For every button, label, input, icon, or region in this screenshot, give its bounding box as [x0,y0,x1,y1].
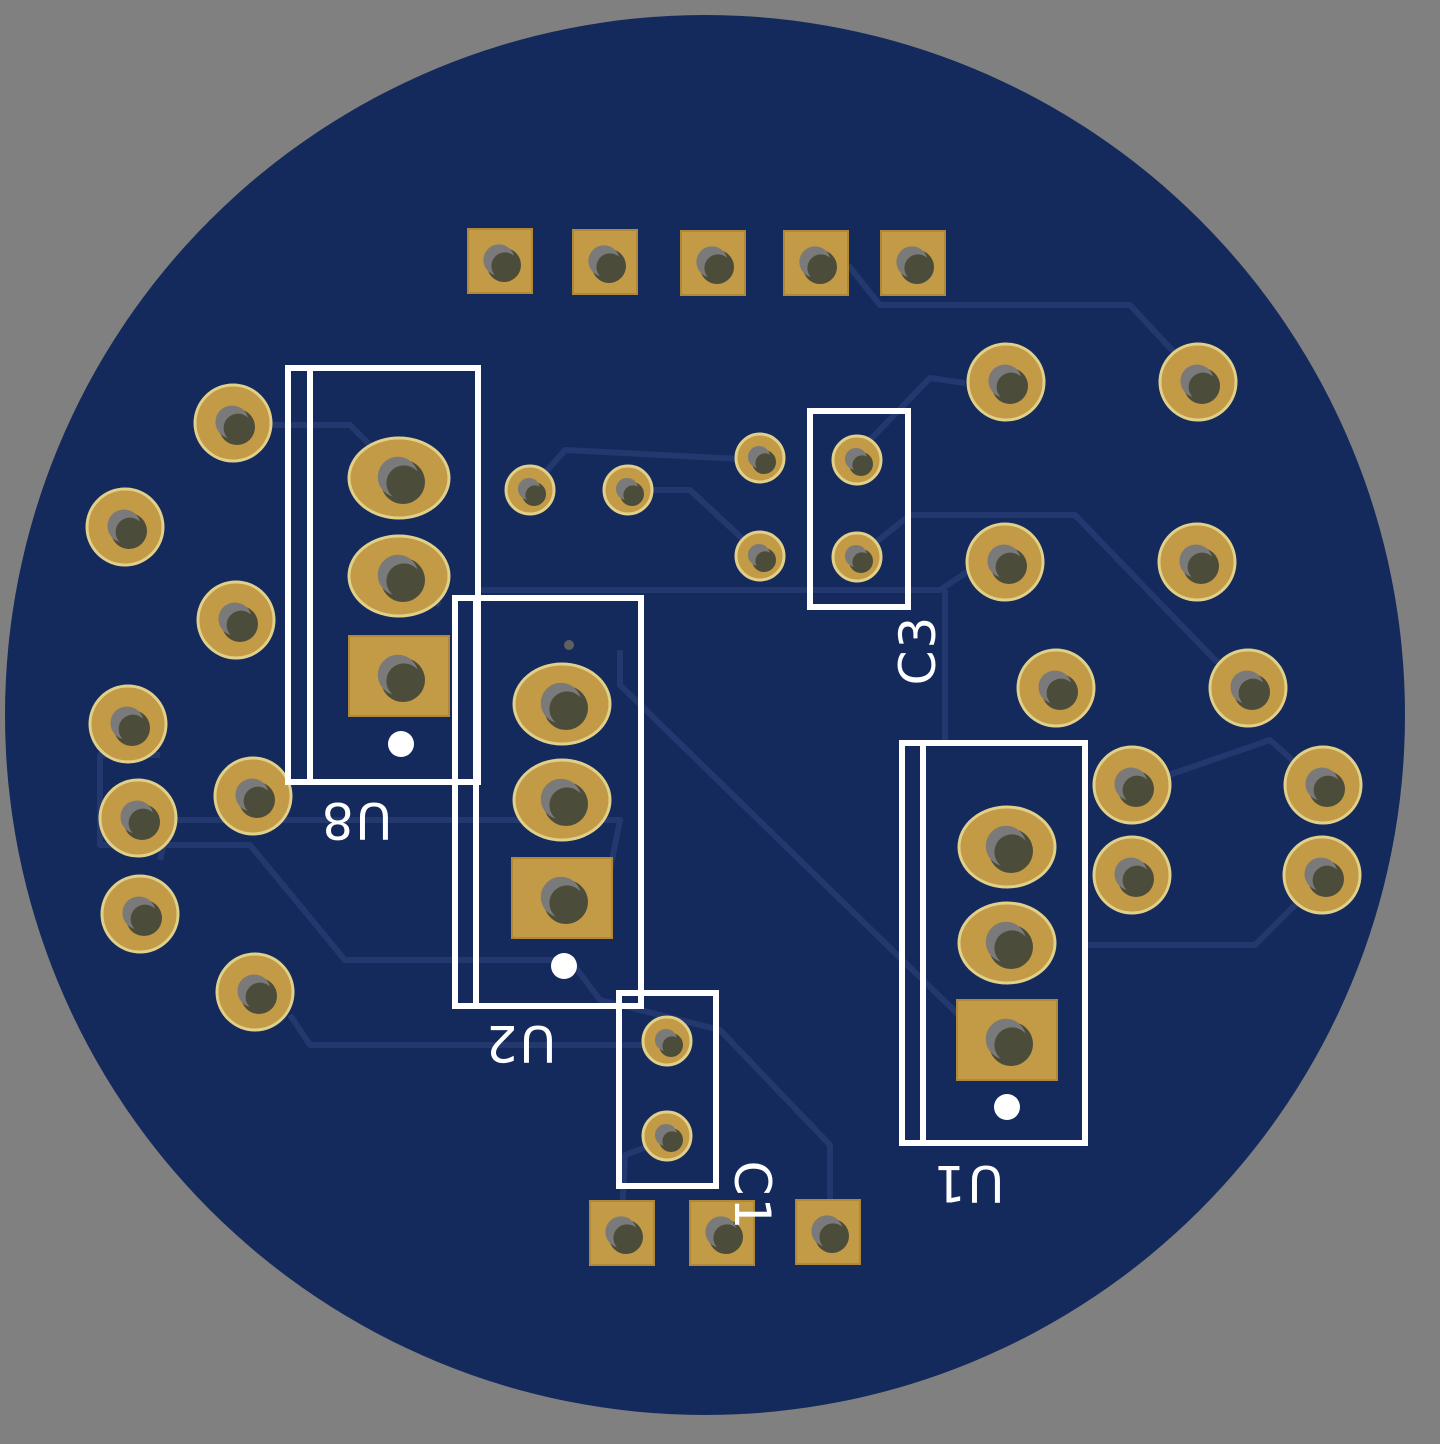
header-pad [467,228,533,294]
small-pad [602,464,654,516]
through-hole-pad [1282,835,1362,915]
through-hole-pad [1158,342,1238,422]
u1-outline [899,740,1088,1146]
u1-pin-pad [957,901,1057,985]
through-hole-pad [965,522,1045,602]
label-c1: C1 [723,1161,781,1232]
through-hole-pad [213,756,293,836]
through-hole-pad [1092,835,1172,915]
trace [1085,897,1303,948]
small-pad [641,1015,693,1067]
u8-pin-pad [347,436,451,520]
u2-pin-pad [512,662,612,746]
through-hole-pad [88,684,168,764]
small-pad [641,1110,693,1162]
u2-pin-pad [512,758,612,842]
label-u1: U1 [932,1154,1004,1212]
header-pad [689,1200,755,1266]
u8-pin1-marker [388,731,414,757]
small-pad [831,531,883,583]
through-hole-pad [1157,522,1237,602]
through-hole-pad [196,580,276,660]
pads [85,228,1363,1266]
u2-pin1-marker [551,953,577,979]
through-hole-pad [100,874,180,954]
label-u8: U8 [320,791,392,849]
through-hole-pad [193,383,273,463]
small-pad [831,434,883,486]
through-hole-pad [215,952,295,1032]
through-hole-pad [966,342,1046,422]
u1-pin1-marker [994,1094,1020,1120]
c1-outline [616,990,719,1189]
silkscreen [285,365,1088,1189]
u8-outline [285,365,481,785]
header-pad [680,230,746,296]
trace [567,958,833,1200]
label-u2: U2 [484,1014,556,1072]
through-hole-pad [98,778,178,858]
through-hole-pad [1092,745,1172,825]
header-pad [880,230,946,296]
small-pad [734,530,786,582]
via [564,640,574,650]
small-pad [504,464,556,516]
through-hole-pad [1208,648,1288,728]
label-c3: C3 [889,615,947,686]
header-pad [572,229,638,295]
header-pad [783,230,849,296]
header-pad [795,1199,861,1265]
c3-outline [807,408,911,610]
through-hole-pad [85,487,165,567]
small-pad [734,432,786,484]
trace [845,263,1203,383]
header-pad [589,1200,655,1266]
u8-pin1-pad [348,635,450,717]
through-hole-pad [1016,648,1096,728]
u2-pin1-pad [511,857,613,939]
u8-pin-pad [347,534,451,618]
u1-pin1-pad [956,999,1058,1081]
trace [617,650,1008,1063]
u2-outline [452,595,644,1009]
u1-pin-pad [957,805,1057,889]
through-hole-pad [1283,745,1363,825]
